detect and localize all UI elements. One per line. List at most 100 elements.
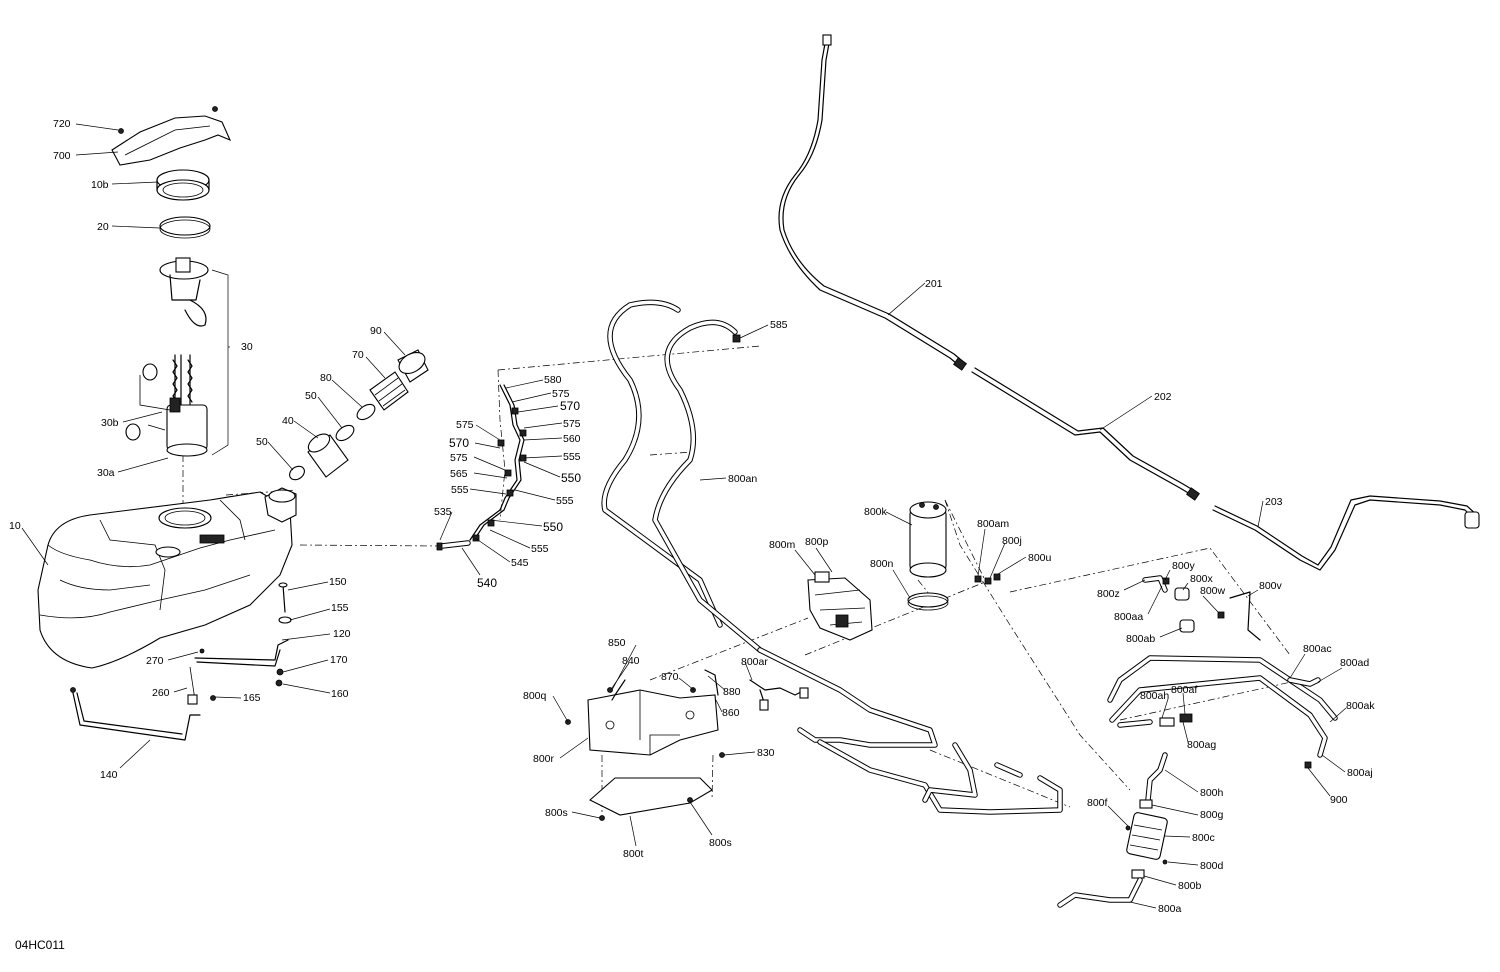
callout-800ah: 800ah [1140, 690, 1169, 702]
callout-800p: 800p [805, 536, 829, 548]
callout-800r: 800r [533, 753, 555, 765]
callout-10b: 10b [91, 179, 109, 191]
callout-800v: 800v [1259, 580, 1283, 592]
callout-575d: 575 [450, 452, 468, 464]
fuel-line-fittings [436, 384, 527, 551]
callout-800b: 800b [1178, 880, 1202, 892]
callout-800q: 800q [523, 690, 547, 702]
callout-40: 40 [282, 415, 294, 427]
drawing-id-label: 04HC011 [15, 938, 65, 952]
leader-lines [21, 123, 1347, 909]
callout-202: 202 [1154, 391, 1172, 403]
callout-800d: 800d [1200, 860, 1224, 872]
callout-800ar: 800ar [741, 656, 768, 668]
callout-800m: 800m [769, 539, 796, 551]
callout-140: 140 [100, 769, 118, 781]
hose-800an [601, 299, 1063, 815]
callout-800an: 800an [728, 473, 757, 485]
callout-800af: 800af [1171, 684, 1197, 696]
callout-800aj: 800aj [1347, 767, 1373, 779]
callout-550b: 550 [543, 520, 563, 534]
callout-555d: 555 [531, 543, 549, 555]
callout-labels: 720 700 10b 20 30 30b 30a 10 90 70 80 50… [9, 118, 1375, 915]
callout-850: 850 [608, 637, 626, 649]
callout-860: 860 [722, 707, 740, 719]
callout-565: 565 [450, 468, 468, 480]
callout-30b: 30b [101, 417, 119, 429]
fuel-pump-module-30 [125, 257, 209, 457]
lock-ring-10b [156, 169, 210, 201]
callout-800f: 800f [1087, 797, 1108, 809]
callout-90: 90 [370, 325, 382, 337]
callout-800ab: 800ab [1126, 633, 1155, 645]
callout-30a: 30a [97, 467, 115, 479]
callout-70: 70 [352, 349, 364, 361]
callout-800z: 800z [1097, 588, 1120, 600]
callout-575a: 575 [552, 388, 570, 400]
callout-800u: 800u [1028, 552, 1052, 564]
callout-155: 155 [331, 602, 349, 614]
callout-570a: 570 [560, 399, 580, 413]
pump-module-800m [807, 571, 873, 641]
fuel-tank-assembly [37, 106, 429, 741]
callout-800a: 800a [1158, 903, 1182, 915]
callout-800c: 800c [1192, 832, 1215, 844]
callout-203: 203 [1265, 496, 1283, 508]
callout-800w: 800w [1200, 585, 1226, 597]
callout-580: 580 [544, 374, 562, 386]
callout-800am: 800am [977, 518, 1009, 530]
callout-585: 585 [770, 319, 788, 331]
callout-800j: 800j [1002, 535, 1022, 547]
callout-20: 20 [97, 221, 109, 233]
callout-201: 201 [925, 278, 943, 290]
callout-700: 700 [53, 150, 71, 162]
callout-50b: 50 [256, 436, 268, 448]
filter-group-800c [1057, 575, 1338, 908]
assembly-lines [182, 345, 1301, 812]
callout-555b: 555 [451, 484, 469, 496]
callout-575c: 575 [563, 418, 581, 430]
callout-800ac: 800ac [1303, 643, 1332, 655]
callout-10: 10 [9, 520, 21, 532]
callout-800ak: 800ak [1346, 700, 1375, 712]
callout-800n: 800n [870, 558, 894, 570]
callout-120: 120 [333, 628, 351, 640]
bracket-800r [565, 669, 725, 821]
callout-540: 540 [477, 576, 497, 590]
tank-mounting-hardware [70, 582, 292, 741]
callout-150: 150 [329, 576, 347, 588]
heat-shield-700 [111, 115, 232, 166]
callout-800t: 800t [623, 848, 644, 860]
callout-570b: 570 [449, 436, 469, 450]
callout-840: 840 [622, 655, 640, 667]
callout-800k: 800k [864, 506, 888, 518]
fuel-tank-10 [37, 487, 297, 669]
callout-870: 870 [661, 671, 679, 683]
callout-30: 30 [241, 341, 253, 353]
callout-270: 270 [146, 655, 164, 667]
callout-800y: 800y [1172, 560, 1196, 572]
callout-260: 260 [152, 687, 170, 699]
steel-fuel-lines [778, 34, 1480, 571]
callout-160: 160 [331, 688, 349, 700]
callout-535: 535 [434, 506, 452, 518]
callout-800aa: 800aa [1114, 611, 1143, 623]
callout-50a: 50 [305, 390, 317, 402]
callout-800h: 800h [1200, 787, 1224, 799]
callout-170: 170 [330, 654, 348, 666]
callout-80: 80 [320, 372, 332, 384]
callout-800g: 800g [1200, 809, 1224, 821]
callout-800x: 800x [1190, 573, 1214, 585]
seal-20 [159, 216, 211, 239]
callout-800ag: 800ag [1187, 739, 1216, 751]
callout-800ad: 800ad [1340, 657, 1369, 669]
callout-880: 880 [723, 686, 741, 698]
evap-canister-800k [907, 501, 1001, 611]
callout-575b: 575 [456, 419, 474, 431]
callout-720: 720 [53, 118, 71, 130]
callout-545: 545 [511, 557, 529, 569]
filler-neck-parts [289, 349, 429, 481]
callout-550a: 550 [561, 471, 581, 485]
callout-555c: 555 [556, 495, 574, 507]
